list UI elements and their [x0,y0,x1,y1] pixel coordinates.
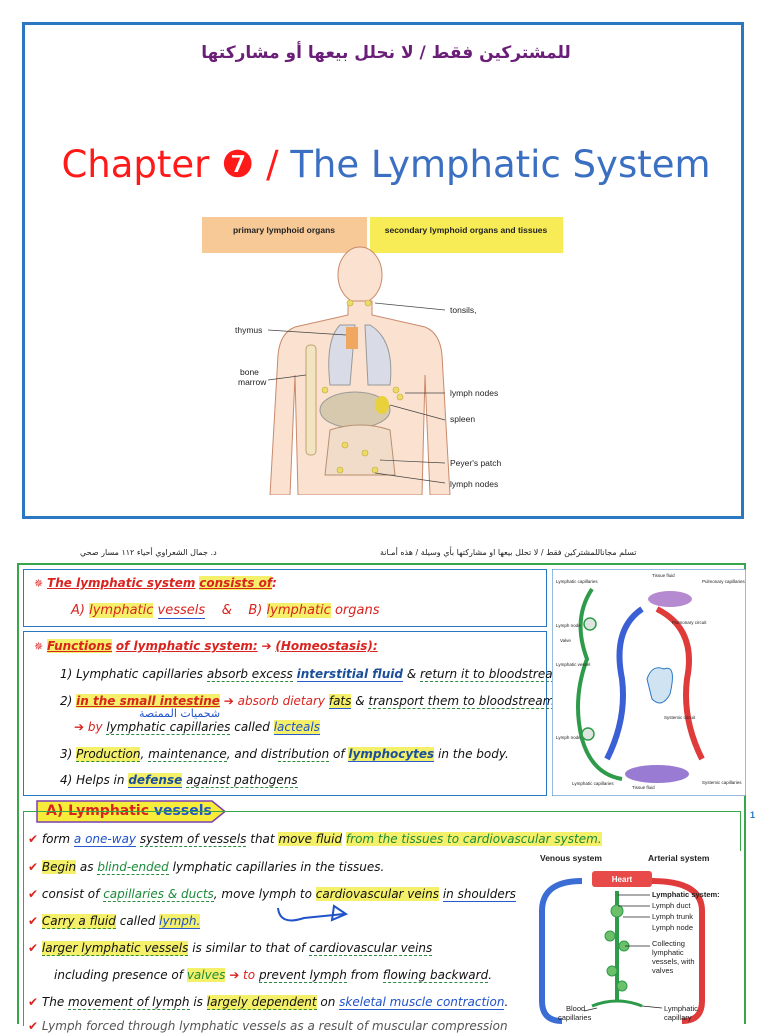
label-thymus: thymus [235,325,262,335]
fig-valve: Valve [560,638,571,643]
chapter-title: Chapter ❼ / The Lymphatic System [25,143,747,186]
vessels-line-8: ✔ Lymph forced through lymphatic vessels… [28,1019,508,1033]
collecting-label-2: lymphatic [652,948,684,957]
label-peyers-patch: Peyer's patch [450,458,502,468]
lymph-node-dots [321,299,404,474]
venous-arterial-figure: Venous system Arterial system Heart Lymp… [522,851,744,1026]
lymph-duct-label: Lymph duct [652,901,691,910]
systemic-capillaries-shape [625,765,689,783]
collecting-label-3: vessels, with [652,957,695,966]
lymph-node-label: Lymph node [652,923,693,932]
fig-pulmonary-circuit: Pulmonary circuit [672,620,707,625]
function-1: 1) Lymphatic capillaries absorb excess i… [60,667,568,682]
label-lymph-nodes-upper: lymph nodes [450,388,498,398]
function-4: 4) Helps in defense against pathogens [60,773,298,788]
functions-box: ✵ Functions of lymphatic system: ➔ (Home… [23,631,568,796]
spleen-shape [375,396,389,414]
fig-lymphatic-capillaries-lower: Lymphatic capillaries [572,781,614,786]
label-bone: bone [240,367,259,377]
functions-title: ✵ Functions of lymphatic system: ➔ (Home… [34,639,378,653]
handwritten-note: شحميات الممتصة [139,707,221,720]
fig-tissue-fluid-bottom: Tissue fluid [632,785,655,790]
fig-lymph-node: Lymph node [556,623,581,628]
fig-pulmonary-capillaries: Pulmonary capillaries [702,579,746,584]
primary-header: primary lymphoid organs [233,225,335,235]
arabic-notice: للمشتركين فقط / لا نحلل بيعها أو مشاركته… [201,43,571,63]
vessels-line-2: ✔ Begin as blind-ended lymphatic capilla… [28,860,385,875]
circulation-figure: Lymphatic capillaries Tissue fluid Pulmo… [552,569,746,796]
lymphatic-system-label: Lymphatic system: [652,890,720,899]
blood-capillaries-label-2: capillaries [558,1013,592,1022]
fig-tissue-fluid-top: Tissue fluid [652,573,675,578]
chapter-name: The Lymphatic System [290,143,711,186]
secondary-header-bg [370,217,563,253]
consists-items: A) lymphatic vessels & B) lymphatic orga… [71,603,380,619]
vessels-line-3: ✔ consist of capillaries & ducts, move l… [28,887,516,902]
vessels-line-5: ✔ larger lymphatic vessels is similar to… [28,941,433,956]
fig-lymphatic-capillaries: Lymphatic capillaries [556,579,598,584]
lymph-trunk-label: Lymph trunk [652,912,693,921]
function-2-lacteals: ➔ by lymphatic capillaries called lactea… [74,720,320,735]
lymphatic-capillary-label-2: capillary [664,1013,692,1022]
page-number: 1 [750,810,756,820]
arterial-tube [651,878,705,1024]
fig-systemic-capillaries: Systemic capillaries [702,780,742,785]
chapter-number: ❼ [221,143,255,186]
bone-marrow-shape [305,344,317,456]
blood-capillaries-label-1: Blood [566,1004,585,1013]
heart-shape [646,667,673,704]
fig-lymphatic-vessel: Lymphatic vessel [556,662,590,667]
vessels-line-1: ✔ form a one-way system of vessels that … [28,832,602,847]
heart-box [592,871,652,887]
secondary-header: secondary lymphoid organs and tissues [385,225,548,235]
function-2: 2) in the small intestine ➔ absorb dieta… [60,694,555,709]
lymphatic-vessel-shape [576,587,623,781]
lymphatic-capillary-label-1: Lymphatic [664,1004,698,1013]
label-lymph-nodes-lower: lymph nodes [450,479,498,489]
label-spleen: spleen [450,414,475,424]
thymus-shape [346,327,358,349]
fig-lymph-node-lower: Lymph node [556,735,581,740]
distribution-note: تسلم مجاناللمشتركين فقط / لا تحلل بيعها … [380,548,637,557]
handwritten-arrow [277,904,349,922]
label-tonsils: tonsils, [450,305,476,315]
collecting-label-4: valves [652,966,674,975]
vessels-line-7: ✔ The movement of lymph is largely depen… [28,995,509,1010]
lymphoid-organs-figure: primary lymphoid organs secondary lympho… [200,215,565,495]
chapter-word: Chapter [61,143,210,186]
collecting-label-1: Collecting [652,939,685,948]
arterial-system-label: Arterial system [648,853,710,863]
pulmonary-capillaries-shape [648,591,692,607]
chapter-slash: / [266,143,279,186]
label-marrow: marrow [238,377,267,387]
notes-page: ✵ The lymphatic system consists of: A) l… [17,563,755,1033]
vessels-line-4: ✔ Carry a fluid called lymph. [28,914,201,929]
venous-tube [539,878,583,1024]
page2-header: د. جمال الشعراوي أحياء ١١٢ مسار صحي تسلم… [0,545,768,561]
consists-line: ✵ The lymphatic system consists of: [34,576,277,590]
function-3: 3) Production, maintenance, and distribu… [60,747,509,762]
vessels-line-6: including presence of valves ➔ to preven… [54,968,493,983]
author-note: د. جمال الشعراوي أحياء ١١٢ مسار صحي [80,548,217,557]
cover-page: للمشتركين فقط / لا نحلل بيعها أو مشاركته… [22,22,744,519]
consists-box: ✵ The lymphatic system consists of: A) l… [23,569,547,627]
arterial-loop [655,606,705,761]
primary-header-bg [202,217,367,253]
heart-label: Heart [612,875,633,884]
fig-systemic-circuit: Systemic circuit [664,715,696,720]
venous-system-label: Venous system [540,853,602,863]
venous-loop [604,606,644,761]
